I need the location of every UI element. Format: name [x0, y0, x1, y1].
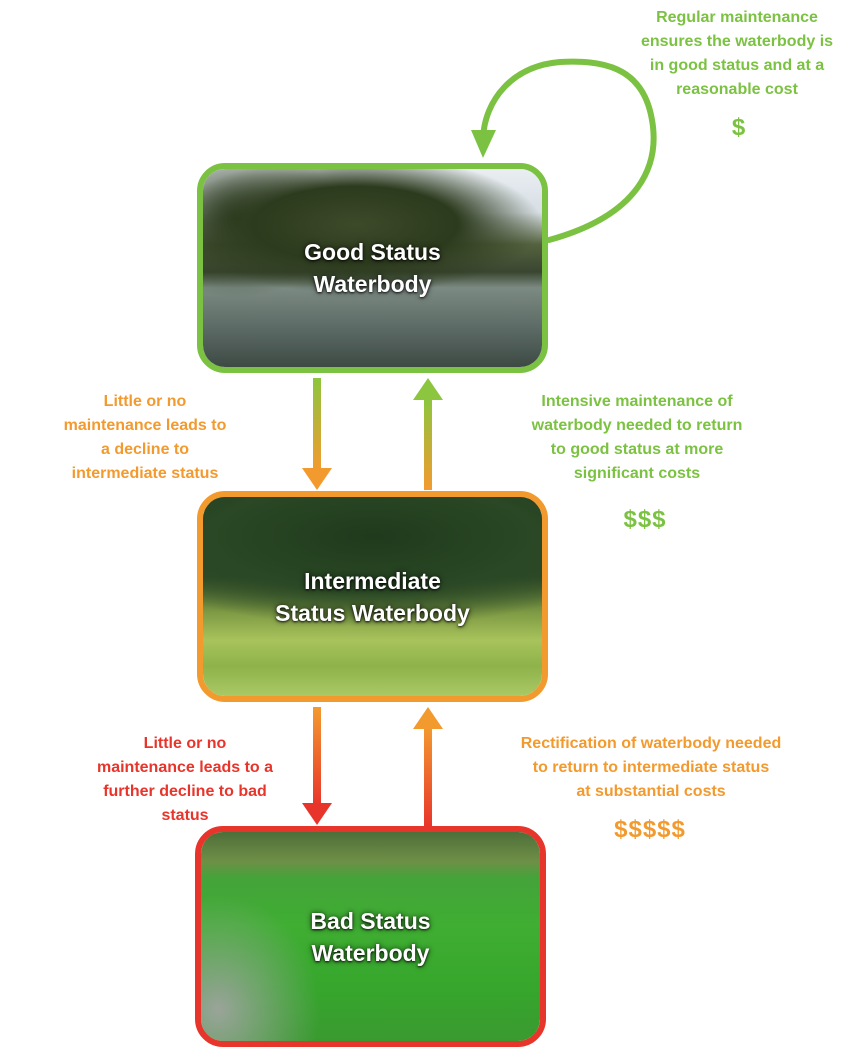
arrow-decline-to-bad — [302, 707, 332, 825]
intermediate-status-label: Intermediate Status Waterbody — [275, 567, 470, 626]
arrow-decline-to-intermediate — [302, 378, 332, 490]
good-waterbody-photo — [203, 169, 542, 367]
intensive-maintenance-cost: $$$ — [623, 506, 667, 533]
good-status-node: Good Status Waterbody — [197, 163, 548, 373]
regular-maintenance-note: Regular maintenance ensures the waterbod… — [640, 9, 834, 98]
intensive-maintenance-note: Intensive maintenance of waterbody neede… — [531, 393, 743, 482]
bad-status-node: Bad Status Waterbody — [195, 826, 546, 1047]
decline-to-bad-note: Little or no maintenance leads to a furt… — [96, 735, 274, 824]
bad-waterbody-photo — [201, 832, 540, 1041]
good-status-label: Good Status Waterbody — [304, 239, 441, 297]
bad-status-label: Bad Status Waterbody — [310, 907, 431, 966]
intermediate-waterbody-photo — [203, 497, 542, 696]
arrow-return-to-good — [413, 378, 443, 490]
regular-maintenance-cost: $ — [731, 114, 747, 141]
rectification-note: Rectification of waterbody needed to ret… — [520, 735, 782, 800]
arrow-return-to-intermediate — [413, 707, 443, 826]
decline-to-intermediate-note: Little or no maintenance leads to a decl… — [63, 393, 227, 482]
loop-arrow — [471, 58, 657, 243]
rectification-cost: $$$$$ — [614, 816, 686, 843]
intermediate-status-node: Intermediate Status Waterbody — [197, 491, 548, 702]
